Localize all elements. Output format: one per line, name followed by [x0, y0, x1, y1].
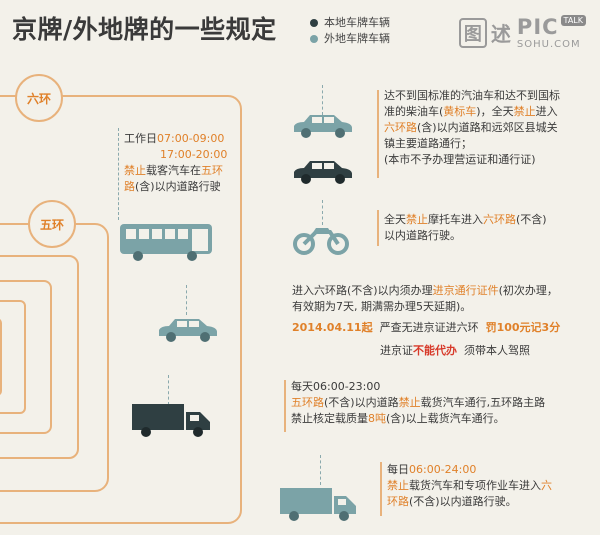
- highlight: 禁止: [124, 164, 146, 177]
- highlight: 五环: [201, 164, 223, 177]
- text: 每日: [387, 463, 409, 476]
- rule-permit-fine: 2014.04.11起 严查无进京证进六环 罚100元记3分: [292, 320, 560, 336]
- car-icon: [294, 161, 352, 184]
- connector-yellow: [322, 85, 323, 115]
- legend-dot-nonlocal: [310, 35, 318, 43]
- truck-icon: [280, 488, 356, 521]
- text: 载货汽车通行,五环路主路: [420, 396, 546, 409]
- truck-icon: [132, 404, 210, 437]
- highlight: 17:00-20:00: [160, 148, 228, 161]
- text: (初次办理，: [498, 284, 558, 297]
- rule-permit-text: 进入六环路(不含)以内须办理进京通行证件(初次办理， 有效期为7天, 期满需办理…: [292, 283, 558, 315]
- text: (含)以上载货汽车通行。: [386, 412, 505, 425]
- text: 须带本人驾照: [464, 344, 530, 357]
- text: 镇主要道路通行；: [384, 137, 472, 150]
- text: )，全天: [476, 105, 514, 118]
- rule-bus-text: 工作日07:00-09:00 17:00-20:00 禁止载客汽车在五环 路(含…: [124, 131, 227, 195]
- legend-label-local: 本地车牌车辆: [324, 16, 390, 29]
- text: 摩托车进入: [428, 213, 483, 226]
- inner-ring-a: [0, 255, 79, 459]
- text: (本市不予办理营运证和通行证): [384, 153, 536, 166]
- connector-truck2: [320, 455, 321, 485]
- legend-dot-local: [310, 19, 318, 27]
- bar-truck: [284, 380, 286, 432]
- text: 进入: [535, 105, 558, 118]
- car-icon: [294, 115, 352, 138]
- text: 进入六环路(不含)以内须办理: [292, 284, 433, 297]
- car-icon: [159, 319, 217, 342]
- logo-talk: TALK: [560, 15, 586, 26]
- text: (含)以内道路行驶: [135, 180, 221, 193]
- highlight: 路: [124, 180, 135, 193]
- highlight: 8吨: [368, 412, 386, 425]
- text: 严查无进京证进六环: [379, 321, 479, 334]
- text: (不含)以内道路: [324, 396, 399, 409]
- legend-item-local: 本地车牌车辆: [310, 14, 390, 30]
- inner-ring-d: [0, 318, 2, 396]
- text: 准的柴油车(: [384, 105, 444, 118]
- highlight: 五环路: [291, 396, 324, 409]
- date-highlight: 2014.04.11起: [292, 321, 373, 334]
- logo-shu: 述: [490, 22, 511, 46]
- rule-permit-note: 进京证不能代办 须带本人驾照: [380, 343, 530, 359]
- text: 工作日: [124, 132, 157, 145]
- rule-truck-text: 每天06:00-23:00 五环路(不含)以内道路禁止载货汽车通行,五环路主路 …: [291, 379, 545, 427]
- text: (含)以内道路和远郊区县城关: [417, 121, 558, 134]
- legend-label-nonlocal: 外地车牌车辆: [324, 32, 390, 45]
- text: 进京证: [380, 344, 413, 357]
- inner-ring-b: [0, 280, 52, 434]
- highlight: 环路: [387, 495, 409, 508]
- motorcycle-icon: [293, 228, 349, 255]
- text: 全天: [384, 213, 406, 226]
- ring6-label: 六环: [15, 74, 63, 122]
- rule-truck2-text: 每日06:00-24:00 禁止载货汽车和专项作业车进入六 环路(不含)以内道路…: [387, 462, 552, 510]
- bus-icon: [120, 224, 212, 261]
- logo-tu: 图: [458, 17, 487, 48]
- fine-highlight: 罚100元记3分: [485, 321, 561, 334]
- highlight: 禁止: [513, 105, 536, 118]
- logo-pic: PIC: [516, 15, 559, 39]
- text: 以内道路行驶。: [384, 229, 461, 242]
- text: 禁止核定载质量: [291, 412, 368, 425]
- connector-moto: [322, 200, 323, 225]
- highlight: 进京通行证件: [432, 284, 499, 297]
- highlight: 06:00-24:00: [409, 463, 477, 476]
- bar-truck2: [380, 462, 382, 516]
- rule-moto-text: 全天禁止摩托车进入六环路(不含) 以内道路行驶。: [384, 212, 547, 244]
- logo-sohu: SOHU.COM: [516, 39, 581, 50]
- inner-ring-c: [0, 300, 26, 414]
- bar-moto: [377, 210, 379, 246]
- warn-highlight: 不能代办: [413, 344, 457, 357]
- connector-permit: [186, 285, 187, 315]
- highlight: 六环路: [483, 213, 516, 226]
- highlight: 禁止: [406, 213, 428, 226]
- text: 载客汽车在: [146, 164, 201, 177]
- highlight: 07:00-09:00: [157, 132, 225, 145]
- bar-yellow: [377, 90, 379, 178]
- connector-bus: [118, 128, 119, 220]
- ring6-outline: [0, 95, 242, 524]
- ring5-label: 五环: [28, 200, 76, 248]
- rule-yellow-text: 达不到国标准的汽油车和达不到国标 准的柴油车(黄标车)，全天禁止进入 六环路(含…: [384, 88, 560, 168]
- connector-truck: [168, 375, 169, 405]
- text: (不含)以内道路行驶。: [409, 495, 517, 508]
- text: 达不到国标准的汽油车和达不到国标: [384, 89, 560, 102]
- text: 有效期为7天, 期满需办理5天延期)。: [292, 300, 472, 313]
- highlight: 禁止: [387, 479, 409, 492]
- highlight: 禁止: [398, 396, 421, 409]
- text: 每天06:00-23:00: [291, 380, 381, 393]
- highlight: 黄标车: [443, 105, 477, 118]
- text: (不含): [516, 213, 547, 226]
- page-title: 京牌/外地牌的一些规定: [12, 15, 277, 44]
- highlight: 六: [541, 479, 552, 492]
- highlight: 六环路: [384, 121, 417, 134]
- legend-item-nonlocal: 外地车牌车辆: [310, 30, 390, 46]
- text: 载货汽车和专项作业车进入: [409, 479, 541, 492]
